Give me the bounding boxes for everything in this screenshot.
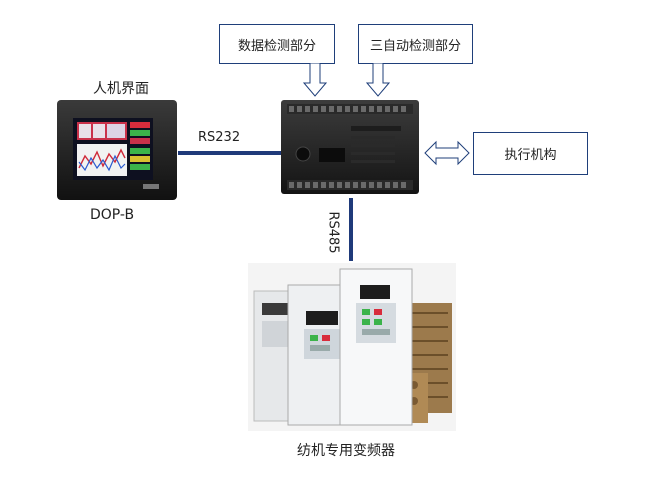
rs232-label: RS232 — [198, 130, 240, 145]
plc-device-image — [281, 96, 419, 198]
rs485-label: RS485 — [326, 208, 341, 258]
rs232-line — [178, 151, 281, 155]
hmi-device — [55, 98, 179, 202]
inverter-drives-image — [248, 263, 456, 431]
auto-detect-callout: 三自动检测部分 — [358, 24, 473, 64]
down-arrow-icon — [303, 63, 327, 97]
actuator-callout: 执行机构 — [473, 132, 588, 175]
hmi-device-image — [55, 98, 179, 202]
inverter-drives — [248, 263, 456, 431]
double-arrow-icon — [424, 140, 470, 166]
drive-caption: 纺机专用变频器 — [297, 440, 395, 460]
data-detect-callout: 数据检测部分 — [219, 24, 335, 64]
actuator-label: 执行机构 — [504, 144, 556, 163]
rs485-line — [349, 198, 353, 261]
auto-detect-label: 三自动检测部分 — [370, 35, 461, 54]
hmi-model: DOP-B — [90, 207, 134, 223]
hmi-title: 人机界面 — [93, 78, 149, 98]
down-arrow-icon — [366, 63, 390, 97]
plc-device — [281, 96, 419, 198]
data-detect-label: 数据检测部分 — [238, 35, 316, 54]
